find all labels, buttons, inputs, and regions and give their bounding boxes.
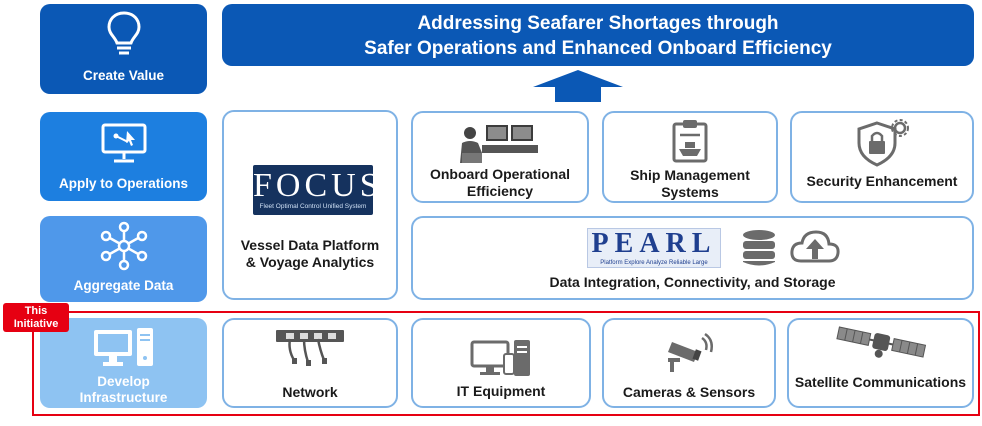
pearl-data-card: PEARL Platform Explore Analyze Reliable … xyxy=(411,216,974,300)
level-apply-operations: Apply to Operations xyxy=(40,112,207,201)
onboard-efficiency-label: Onboard Operational Efficiency xyxy=(429,166,570,199)
level-label: Aggregate Data xyxy=(73,278,174,293)
goal-line-1: Addressing Seafarer Shortages through xyxy=(417,13,779,34)
satellite-label: Satellite Communications xyxy=(794,374,967,390)
ship-management-label: Ship Management Systems xyxy=(630,167,750,200)
focus-logo-subtitle: Fleet Optimal Control Unified System xyxy=(259,203,367,210)
level-aggregate-data: Aggregate Data xyxy=(40,216,207,302)
focus-platform-card: FOCUS Fleet Optimal Control Unified Syst… xyxy=(222,110,398,300)
cloud-upload-icon xyxy=(790,230,840,263)
level-create-value: Create Value xyxy=(40,4,207,94)
network-nodes-icon xyxy=(100,221,147,271)
security-camera-icon xyxy=(668,332,713,372)
network-label: Network xyxy=(282,384,338,400)
network-card: Network xyxy=(222,318,398,408)
pearl-logo: PEARL Platform Explore Analyze Reliable … xyxy=(587,228,721,268)
focus-label: Vessel Data Platform & Voyage Analytics xyxy=(240,237,380,270)
security-label: Security Enhancement xyxy=(806,173,958,189)
level-develop-infrastructure: Develop Infrastructure xyxy=(40,318,207,408)
goal-banner: Addressing Seafarer Shortages through Sa… xyxy=(222,4,974,66)
monitor-cursor-icon xyxy=(101,123,146,163)
this-initiative-tag: This Initiative xyxy=(3,303,69,332)
computer-devices-icon xyxy=(470,340,530,376)
it-equipment-label: IT Equipment xyxy=(456,383,546,399)
operator-console-icon xyxy=(460,125,538,163)
level-label: Create Value xyxy=(82,68,165,83)
cameras-sensors-card: Cameras & Sensors xyxy=(602,318,776,408)
level-label: Develop Infrastructure xyxy=(79,374,168,405)
goal-line-2: Safer Operations and Enhanced Onboard Ef… xyxy=(364,38,832,59)
desktop-computer-icon xyxy=(93,328,153,366)
onboard-efficiency-card: Onboard Operational Efficiency xyxy=(411,111,589,203)
pearl-logo-tagline: Platform Explore Analyze Reliable Large xyxy=(600,260,708,266)
up-arrow-icon xyxy=(533,70,623,102)
network-switch-icon xyxy=(276,330,344,366)
pearl-logo-text: PEARL xyxy=(591,228,717,259)
satellite-card: Satellite Communications xyxy=(787,318,974,408)
lightbulb-icon xyxy=(106,11,141,55)
ship-management-card: Ship Management Systems xyxy=(602,111,778,203)
focus-logo-text: FOCUS xyxy=(253,167,383,204)
database-icon xyxy=(743,230,775,266)
level-label: Apply to Operations xyxy=(58,176,188,191)
cameras-sensors-label: Cameras & Sensors xyxy=(622,384,756,400)
initiative-highlight-frame xyxy=(32,311,980,416)
satellite-icon xyxy=(835,326,926,358)
security-card: Security Enhancement xyxy=(790,111,974,203)
pearl-label: Data Integration, Connectivity, and Stor… xyxy=(549,274,836,290)
it-equipment-card: IT Equipment xyxy=(411,318,591,408)
shield-lock-icon xyxy=(857,119,909,167)
clipboard-ship-icon xyxy=(672,120,708,163)
focus-logo: FOCUS Fleet Optimal Control Unified Syst… xyxy=(253,165,383,215)
